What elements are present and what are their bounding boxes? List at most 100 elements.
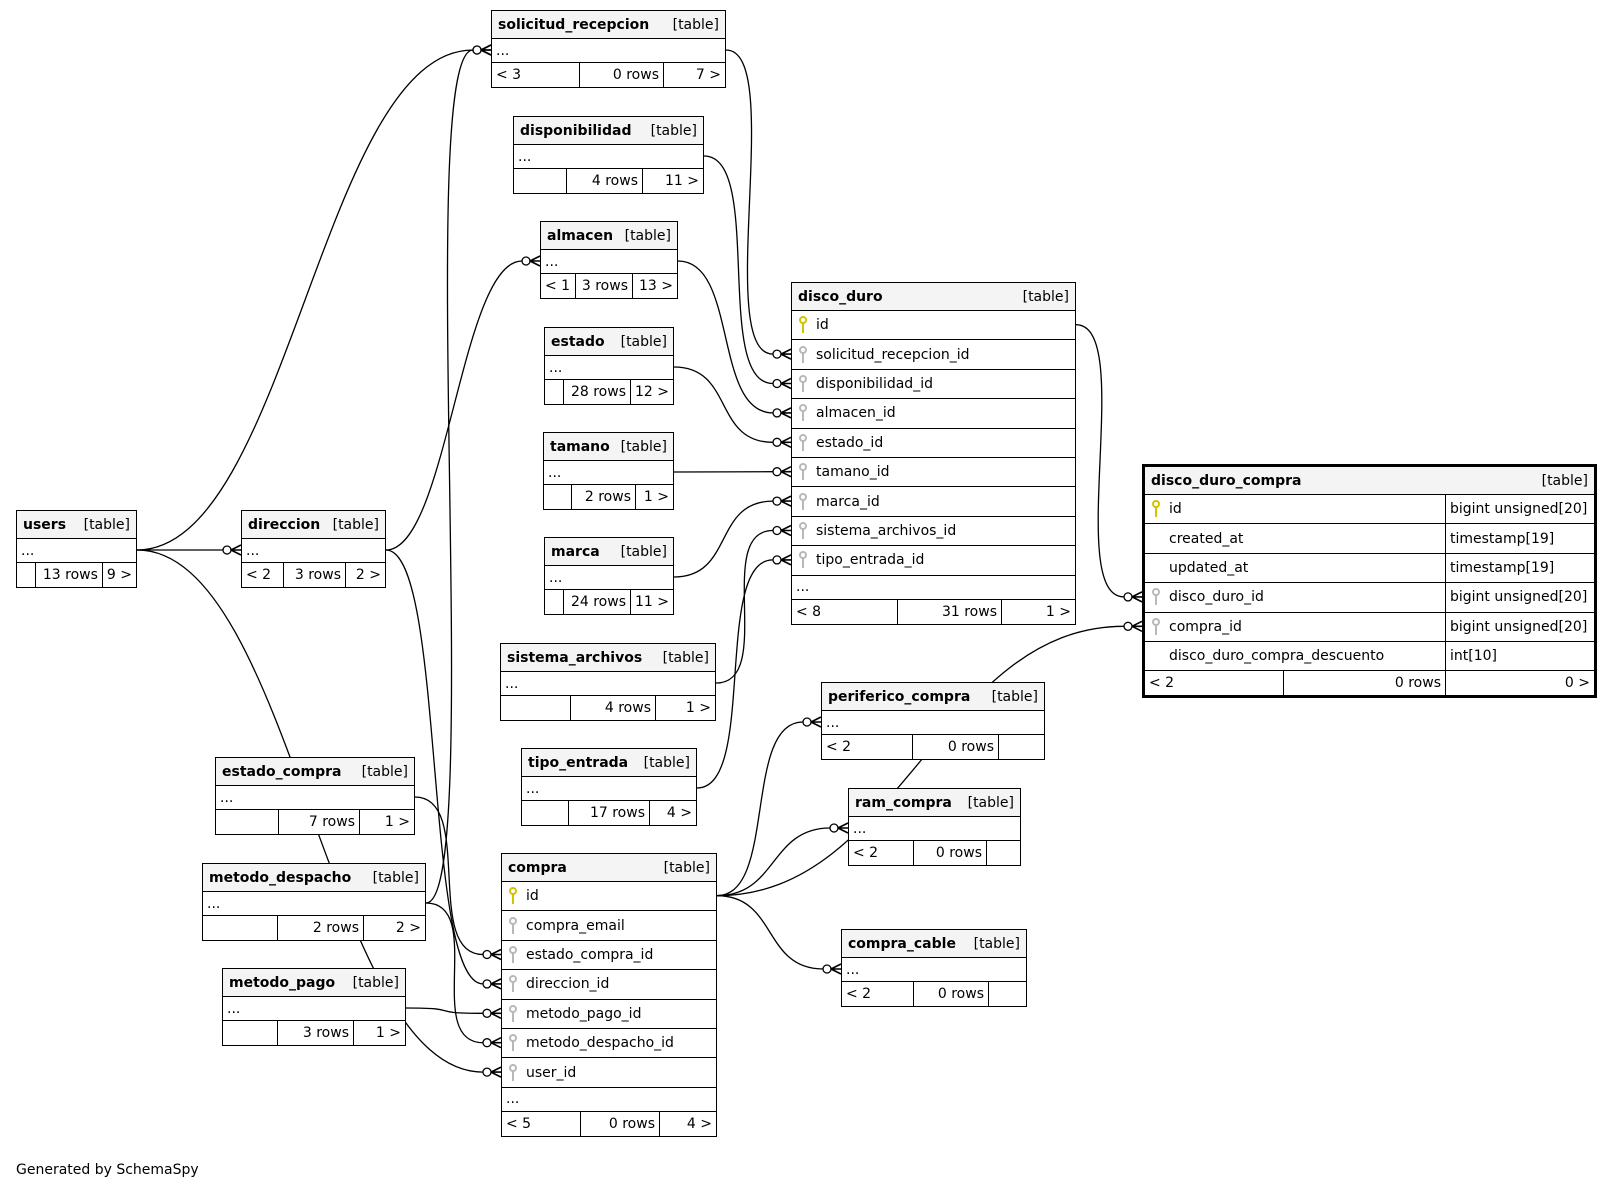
children-link[interactable]: 4 > (666, 805, 692, 821)
column-row[interactable]: id (792, 311, 1075, 341)
parents-link[interactable] (522, 801, 569, 825)
parents-link[interactable] (545, 590, 564, 614)
table-marca[interactable]: marca [table] ... 24 rows 11 > (544, 537, 674, 615)
column-row[interactable]: id (502, 882, 716, 912)
table-ram-compra[interactable]: ram_compra [table] ... < 2 0 rows (848, 788, 1021, 866)
children-link[interactable]: 13 > (639, 278, 673, 294)
children-link[interactable]: 11 > (665, 173, 699, 189)
column-row[interactable]: user_id (502, 1058, 716, 1088)
table-name[interactable]: compra (508, 859, 567, 876)
column-row[interactable]: solicitud_recepcion_id (792, 340, 1075, 370)
children-link[interactable]: 1 > (643, 489, 669, 505)
table-sistema-archivos[interactable]: sistema_archivos [table] ... 4 rows 1 > (500, 643, 716, 721)
table-name[interactable]: disco_duro_compra (1151, 472, 1302, 489)
table-name[interactable]: disco_duro (798, 288, 883, 305)
table-metodo-despacho[interactable]: metodo_despacho [table] ... 2 rows 2 > (202, 863, 426, 941)
parents-link[interactable] (216, 810, 279, 834)
parents-link[interactable] (545, 380, 564, 404)
parents-link[interactable]: < 2 (849, 841, 914, 865)
children-link[interactable]: 1 > (375, 1025, 401, 1041)
parents-link[interactable]: < 1 (541, 274, 576, 298)
table-name[interactable]: direccion (248, 516, 321, 533)
crows-foot-many-icon (830, 963, 842, 975)
parents-link[interactable] (501, 696, 571, 720)
parents-link[interactable]: < 2 (242, 563, 284, 587)
table-tipo-entrada[interactable]: tipo_entrada [table] ... 17 rows 4 > (521, 748, 697, 826)
column-row[interactable]: estado_compra_id (502, 941, 716, 971)
table-tamano[interactable]: tamano [table] ... 2 rows 1 > (543, 432, 674, 510)
children-link[interactable]: 1 > (685, 700, 711, 716)
children-link[interactable] (999, 735, 1044, 759)
table-estado-compra[interactable]: estado_compra [table] ... 7 rows 1 > (215, 757, 415, 835)
table-estado[interactable]: estado [table] ... 28 rows 12 > (544, 327, 674, 405)
parents-link[interactable]: < 2 (1145, 671, 1284, 696)
table-name[interactable]: estado (551, 333, 605, 350)
table-name[interactable]: tamano (550, 438, 610, 455)
parents-link[interactable] (544, 485, 572, 509)
parents-link[interactable] (203, 916, 278, 940)
table-name[interactable]: almacen (547, 227, 614, 244)
table-name[interactable]: estado_compra (222, 763, 342, 780)
table-users[interactable]: users [table] ... 13 rows 9 > (16, 510, 137, 588)
parents-link[interactable]: < 2 (822, 735, 913, 759)
parents-link[interactable]: < 8 (792, 599, 898, 624)
table-name[interactable]: disponibilidad (520, 122, 632, 139)
table-name[interactable]: users (23, 516, 67, 533)
table-solicitud-recepcion[interactable]: solicitud_recepcion [table] ... < 3 0 ro… (491, 10, 726, 88)
table-compra-cable[interactable]: compra_cable [table] ... < 2 0 rows (841, 929, 1027, 1007)
children-link[interactable]: 2 > (395, 920, 421, 936)
column-name: compra_email (526, 917, 625, 934)
table-direccion[interactable]: direccion [table] ... < 2 3 rows 2 > (241, 510, 386, 588)
children-link[interactable]: 2 > (355, 567, 381, 583)
table-periferico-compra[interactable]: periferico_compra [table] ... < 2 0 rows (821, 682, 1045, 760)
children-link[interactable]: 4 > (686, 1115, 712, 1132)
parents-link[interactable]: < 3 (492, 63, 580, 87)
children-link[interactable] (989, 982, 1026, 1006)
children-link[interactable]: 7 > (695, 67, 721, 83)
children-link[interactable]: 1 > (1045, 603, 1071, 620)
parents-link[interactable] (514, 169, 567, 193)
column-row[interactable]: marca_id (792, 487, 1075, 517)
column-row[interactable]: sistema_archivos_id (792, 517, 1075, 547)
children-link[interactable] (987, 841, 1020, 865)
column-row[interactable]: direccion_id (502, 970, 716, 1000)
column-row[interactable]: estado_id (792, 429, 1075, 458)
table-metodo-pago[interactable]: metodo_pago [table] ... 3 rows 1 > (222, 968, 406, 1046)
column-row[interactable]: tipo_entrada_id (792, 546, 1075, 576)
table-name[interactable]: compra_cable (848, 935, 956, 952)
table-name[interactable]: ram_compra (855, 794, 952, 811)
table-name[interactable]: sistema_archivos (507, 649, 643, 666)
children-link[interactable]: 1 > (384, 814, 410, 830)
children-link[interactable]: 9 > (106, 567, 132, 583)
parents-link[interactable] (223, 1021, 278, 1045)
column-row[interactable]: metodo_despacho_id (502, 1029, 716, 1059)
column-row[interactable]: almacen_id (792, 399, 1075, 429)
children-link[interactable]: 0 > (1564, 675, 1590, 692)
table-almacen[interactable]: almacen [table] ... < 1 3 rows 13 > (540, 221, 678, 299)
table-name[interactable]: tipo_entrada (528, 754, 629, 771)
table-name[interactable]: metodo_despacho (209, 869, 352, 886)
table-name[interactable]: metodo_pago (229, 974, 336, 991)
column-row[interactable]: metodo_pago_id (502, 1000, 716, 1029)
column-row[interactable]: compra_email (502, 911, 716, 941)
table-name[interactable]: marca (551, 543, 600, 560)
column-row[interactable]: disponibilidad_id (792, 370, 1075, 400)
parents-link[interactable] (17, 563, 36, 587)
table-disponibilidad[interactable]: disponibilidad [table] ... 4 rows 11 > (513, 116, 704, 194)
column-row[interactable]: tamano_id (792, 458, 1075, 488)
parents-link[interactable]: < 2 (842, 982, 914, 1006)
children-link[interactable]: 11 > (635, 594, 669, 610)
table-name[interactable]: solicitud_recepcion (498, 16, 650, 33)
children-link[interactable]: 12 > (635, 384, 669, 400)
parents-link[interactable]: < 5 (502, 1111, 581, 1136)
table-name[interactable]: periferico_compra (828, 688, 971, 705)
